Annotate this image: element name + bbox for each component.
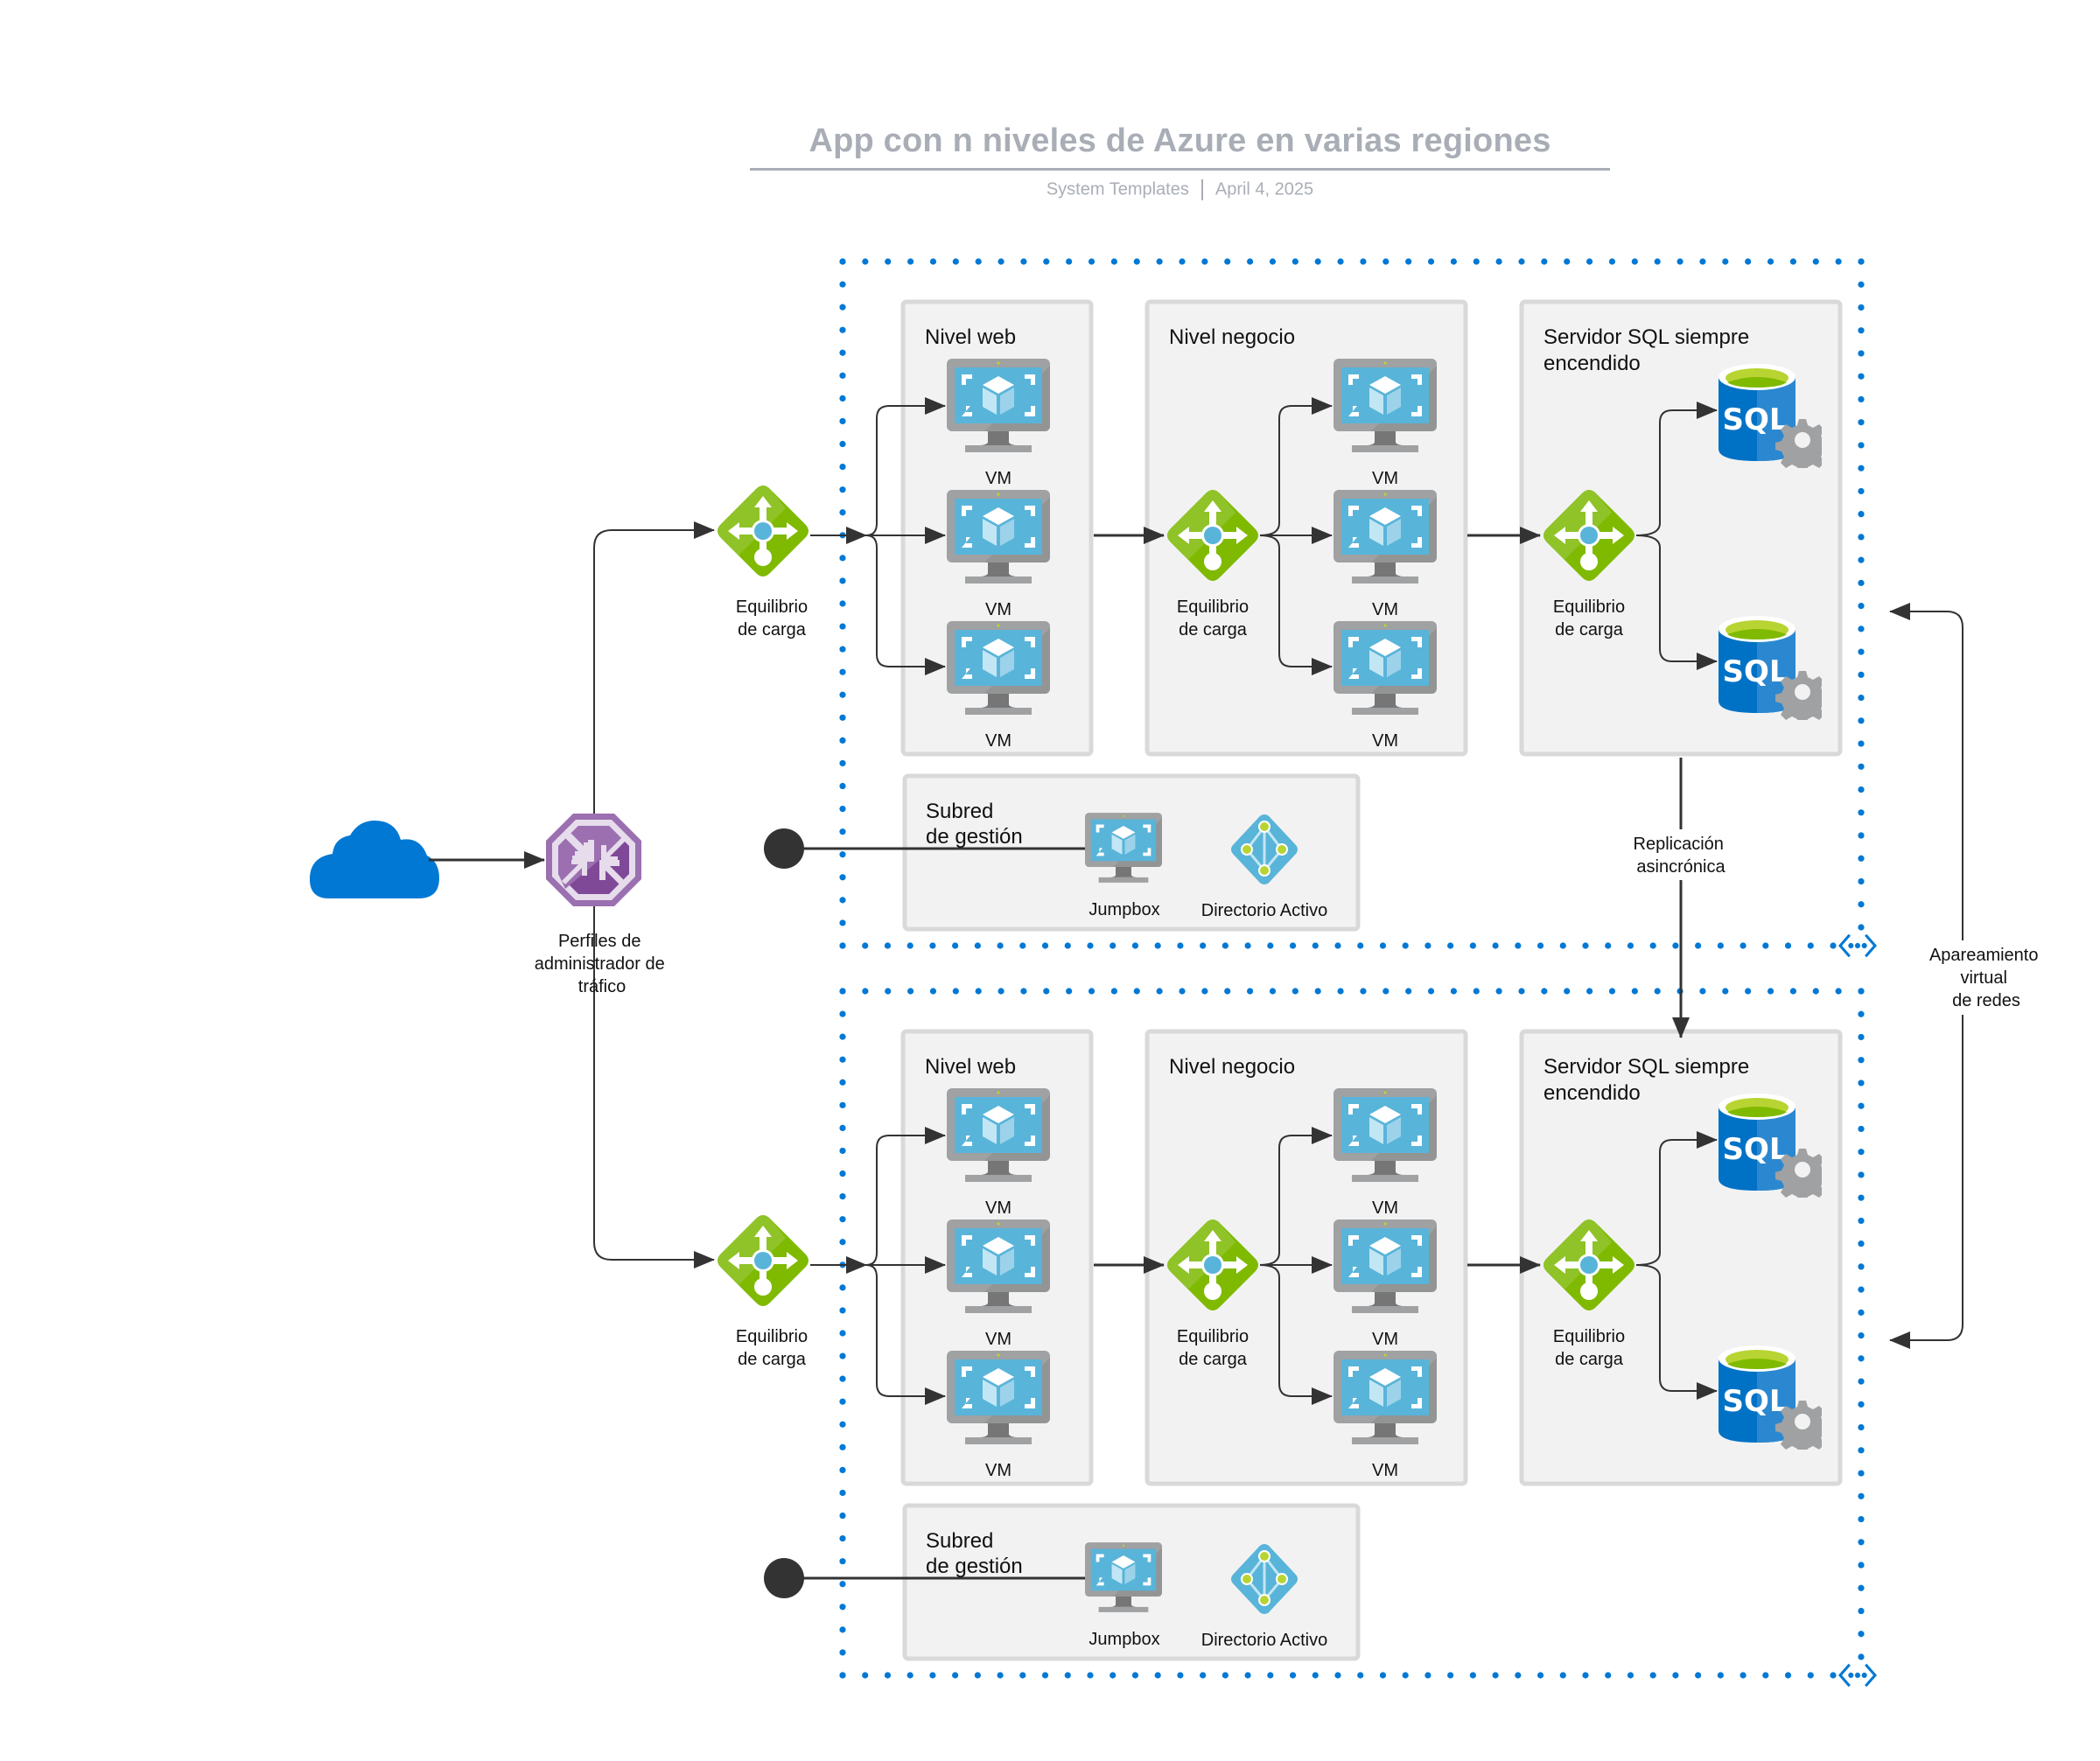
vnet-border-top	[839, 258, 1865, 265]
title-underline	[750, 168, 1610, 171]
sql-lb-to-db-2	[1635, 535, 1718, 670]
vnet-border-right	[1858, 258, 1865, 931]
lb-to-web-vm-1	[865, 397, 946, 536]
business-tier-title: Nivel negocio	[1169, 325, 1295, 349]
web-vm-label: VM	[985, 469, 1012, 488]
traffic-manager-to-primary-connector	[593, 521, 715, 814]
date: April 4, 2025	[1214, 179, 1314, 199]
business-vm-label: VM	[1372, 1461, 1398, 1480]
vnet-border-left	[839, 988, 846, 1679]
traffic-manager-label: Perfiles de administrador de tráfico	[535, 932, 670, 996]
load-balancer-icon	[718, 1215, 808, 1306]
vnet-border-top	[839, 988, 1865, 995]
vnet-border-bottom	[839, 942, 1837, 949]
jumpbox-label: Jumpbox	[1088, 1630, 1159, 1649]
business-vm-label: VM	[1372, 1198, 1398, 1218]
web-vm-label: VM	[985, 600, 1012, 619]
business-vm-label: VM	[1372, 1330, 1398, 1349]
vnet-icon	[1838, 933, 1877, 958]
sql-lb-to-db-1	[1635, 402, 1718, 536]
region-primary: Nivel web Nivel negocio Servidor SQL siemp…	[718, 258, 1877, 958]
web-vm-label: VM	[985, 1330, 1012, 1349]
active-directory-label: Directorio Activo	[1201, 1631, 1328, 1650]
subtitle-separator	[1200, 179, 1203, 200]
author: System Templates	[1046, 179, 1189, 199]
business-vm-label: VM	[1372, 731, 1398, 751]
business-lb-to-vm-3	[1259, 1264, 1333, 1405]
business-lb-to-vm-1	[1259, 1127, 1333, 1266]
web-tier-title: Nivel web	[925, 325, 1016, 349]
traffic-manager-to-secondary-connector	[593, 906, 715, 1268]
jumpbox-label: Jumpbox	[1088, 900, 1159, 919]
sql-lb-to-db-2	[1635, 1264, 1718, 1400]
vnet-peering-label: Apareamiento virtual de redes	[1929, 946, 2043, 1010]
internet-cloud-icon	[310, 821, 439, 898]
replication-label: Replicación asincrónica	[1634, 835, 1729, 877]
vnet-border-left	[839, 258, 846, 949]
business-vm-label: VM	[1372, 469, 1398, 488]
web-vm-label: VM	[985, 731, 1012, 751]
page-title: App con n niveles de Azure en varias reg…	[808, 122, 1551, 159]
web-vm-label: VM	[985, 1198, 1012, 1218]
business-vm-label: VM	[1372, 600, 1398, 619]
web-vm-label: VM	[985, 1461, 1012, 1480]
lb-to-web-vm-3	[865, 1264, 946, 1405]
business-lb-to-vm-1	[1259, 397, 1333, 536]
active-directory-label: Directorio Activo	[1201, 901, 1328, 920]
traffic-manager-icon	[546, 814, 641, 906]
vnet-icon	[1838, 1663, 1877, 1688]
lb-to-web-vm-1	[865, 1127, 946, 1266]
region-secondary: Nivel web Nivel negocio Servidor SQL siemp…	[718, 988, 1877, 1688]
vnet-border-bottom	[839, 1672, 1837, 1679]
business-tier-title: Nivel negocio	[1169, 1055, 1295, 1079]
sql-lb-to-db-1	[1635, 1131, 1718, 1266]
vnet-border-right	[1858, 988, 1865, 1660]
load-balancer-icon	[718, 486, 808, 577]
vnet-peering-connector-secondary	[1889, 1015, 1964, 1349]
lb-to-web-vm-3	[865, 535, 946, 675]
business-lb-to-vm-3	[1259, 535, 1333, 675]
vnet-peering-connector-primary	[1889, 603, 1964, 940]
subtitle: System Templates April 4, 2025	[750, 179, 1610, 200]
web-tier-title: Nivel web	[925, 1055, 1016, 1079]
